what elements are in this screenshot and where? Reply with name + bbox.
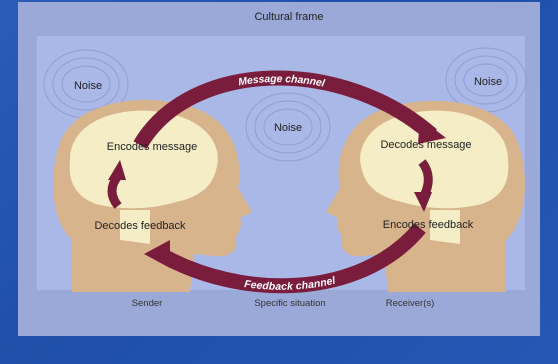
feedback-channel-label: Feedback channel <box>243 274 337 293</box>
noise-label-right: Noise <box>474 76 502 88</box>
sender-encodes-label: Encodes message <box>107 141 198 153</box>
sender-brain <box>69 110 218 209</box>
message-channel-label: Message channel <box>237 73 326 90</box>
noise-ripples-center <box>245 92 331 162</box>
noise-label-center: Noise <box>274 122 302 134</box>
noise-label-left: Noise <box>74 80 102 92</box>
receiver-brain <box>360 110 509 209</box>
receiver-encodes-label: Encodes feedback <box>383 219 474 231</box>
cultural-frame-title: Cultural frame <box>254 11 323 23</box>
feedback-channel-arrow <box>144 228 420 286</box>
message-channel-arrow <box>140 78 446 145</box>
specific-situation-label: Specific situation <box>254 298 325 309</box>
sender-decodes-label: Decodes feedback <box>94 220 186 232</box>
sender-head <box>53 99 253 292</box>
sender-internal-arrow <box>107 160 126 209</box>
receiver-internal-arrow <box>414 159 433 212</box>
receiver-decodes-label: Decodes message <box>380 139 471 151</box>
sender-label: Sender <box>132 298 163 309</box>
receiver-label: Receiver(s) <box>386 298 435 309</box>
